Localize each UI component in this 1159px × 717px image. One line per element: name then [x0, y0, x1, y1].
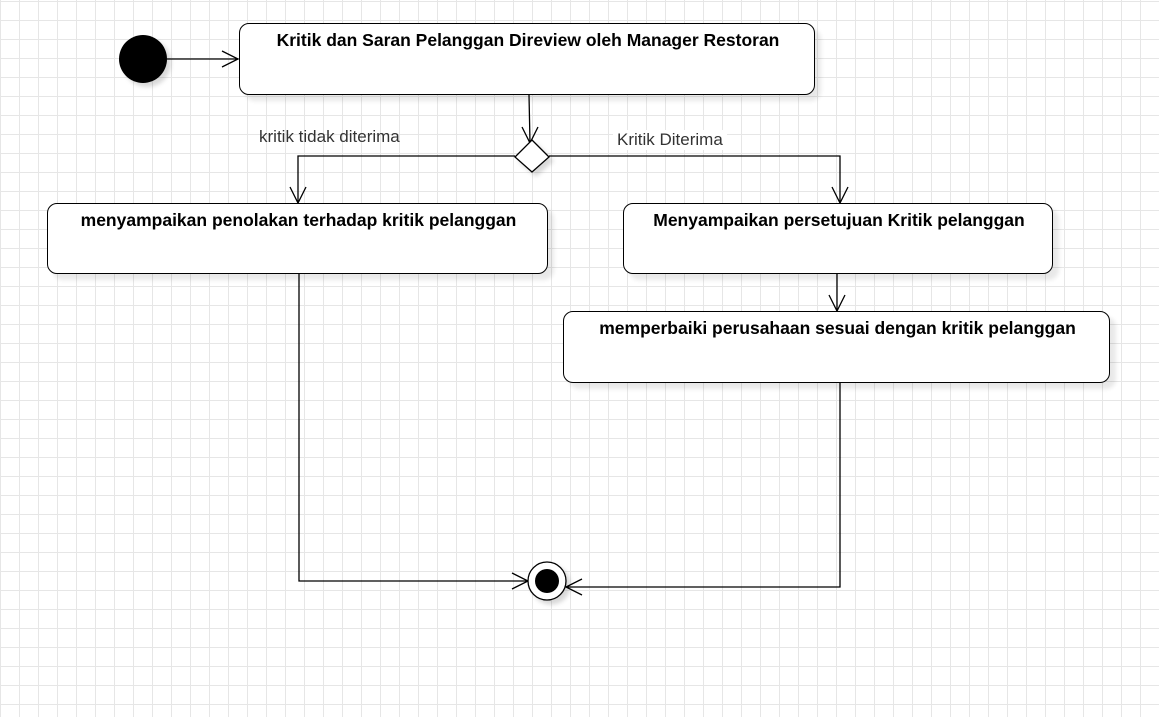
action-reject-label: menyampaikan penolakan terhadap kritik p…: [80, 210, 517, 230]
decision-node[interactable]: [514, 139, 550, 173]
edge-review-to-decision[interactable]: [521, 94, 539, 145]
guard-accepted-label: Kritik Diterima: [613, 130, 727, 150]
guard-rejected-label: kritik tidak diterima: [259, 127, 400, 146]
action-accept[interactable]: Menyampaikan persetujuan Kritik pelangga…: [623, 203, 1053, 274]
action-improve-label: memperbaiki perusahaan sesuai dengan kri…: [599, 318, 1076, 338]
edge-improve-to-final[interactable]: [564, 383, 841, 596]
action-review[interactable]: Kritik dan Saran Pelanggan Direview oleh…: [239, 23, 815, 95]
edge-accept-to-improve[interactable]: [828, 274, 846, 313]
edge-initial-to-review[interactable]: [167, 50, 240, 68]
edge-reject-to-final[interactable]: [298, 274, 530, 590]
initial-node[interactable]: [119, 35, 167, 83]
action-reject[interactable]: menyampaikan penolakan terhadap kritik p…: [47, 203, 548, 274]
edge-decision-to-reject[interactable]: [289, 155, 515, 205]
action-review-label: Kritik dan Saran Pelanggan Direview oleh…: [276, 30, 780, 50]
action-improve[interactable]: memperbaiki perusahaan sesuai dengan kri…: [563, 311, 1110, 383]
edge-decision-to-accept[interactable]: [549, 155, 849, 205]
final-node[interactable]: [527, 561, 567, 601]
action-accept-label: Menyampaikan persetujuan Kritik pelangga…: [653, 210, 1025, 230]
